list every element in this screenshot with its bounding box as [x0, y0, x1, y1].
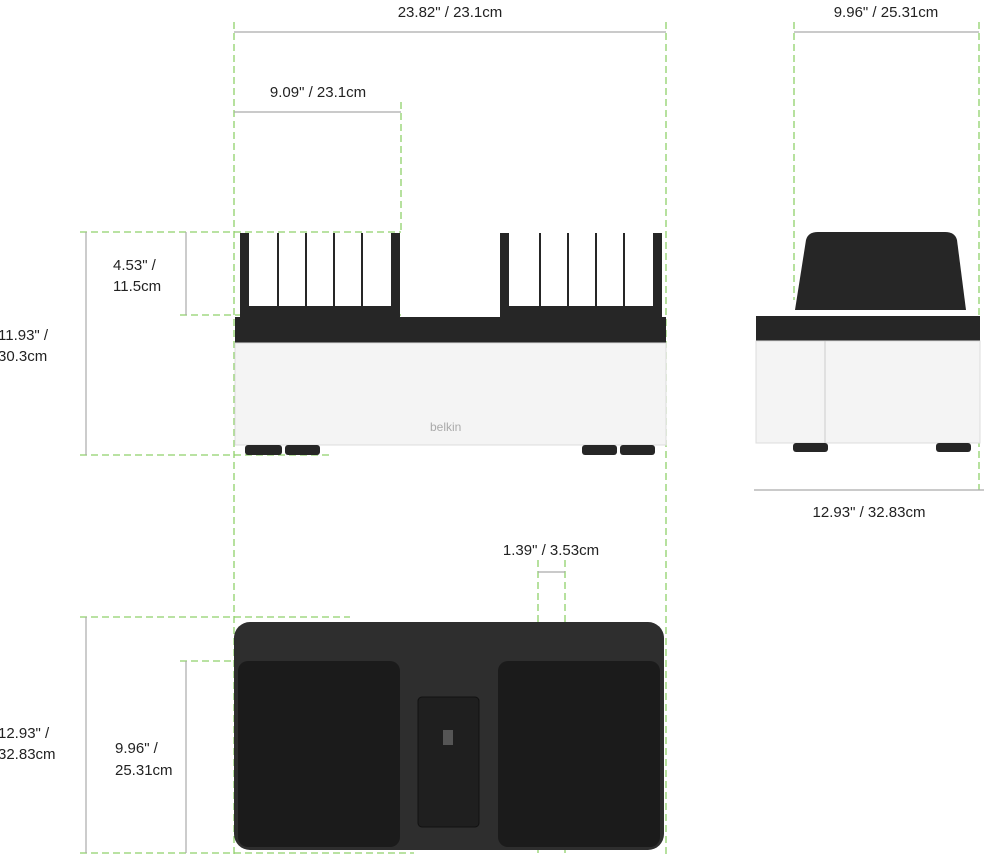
label-side-top-width: 9.96" / 25.31cm	[834, 4, 939, 21]
label-front-width: 23.82" / 23.1cm	[398, 4, 503, 21]
side-view	[755, 232, 981, 452]
label-bay-depth-2: 25.31cm	[115, 762, 173, 779]
label-side-depth: 12.93" / 32.83cm	[813, 504, 926, 521]
label-bay-width: 9.09" / 23.1cm	[270, 84, 366, 101]
label-total-height-2: 30.3cm	[0, 348, 47, 365]
label-slot-gap: 1.39" / 3.53cm	[503, 542, 599, 559]
top-view	[234, 622, 664, 850]
label-top-depth-1: 12.93" /	[0, 725, 50, 742]
label-top-depth-2: 32.83cm	[0, 746, 56, 763]
label-divider-height-1: 4.53" /	[113, 257, 157, 274]
label-total-height-1: 11.93" /	[0, 327, 49, 344]
dimension-lines	[85, 31, 984, 853]
label-divider-height-2: 11.5cm	[113, 278, 161, 295]
brand-logo: belkin	[430, 420, 461, 434]
front-view: belkin	[234, 233, 667, 455]
label-bay-depth-1: 9.96" /	[115, 740, 159, 757]
dimension-labels: 23.82" / 23.1cm 9.09" / 23.1cm 9.96" / 2…	[0, 4, 938, 779]
